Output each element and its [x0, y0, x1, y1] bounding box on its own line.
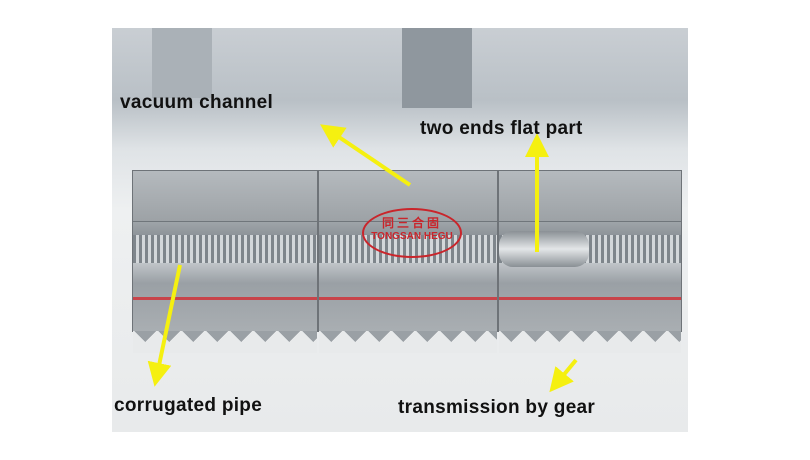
mold-block-left — [132, 170, 318, 353]
flat-part — [499, 231, 589, 267]
arrow-gear — [549, 358, 578, 393]
label-two-ends-flat-part: two ends flat part — [420, 118, 583, 139]
mold-block-photo — [112, 28, 688, 432]
watermark-stamp: 同三合固 TONGSAN HEGU — [362, 208, 462, 258]
label-transmission-by-gear: transmission by gear — [398, 397, 596, 418]
arrow-corrugated-pipe — [147, 264, 182, 387]
label-vacuum-channel: vacuum channel — [120, 92, 274, 113]
watermark-english: TONGSAN HEGU — [371, 231, 453, 242]
watermark-chinese: 同三合固 — [381, 216, 442, 230]
label-corrugated-pipe: corrugated pipe — [114, 395, 263, 416]
background-machine — [402, 28, 472, 108]
background-machine — [152, 28, 212, 98]
arrow-vacuum-channel — [320, 124, 412, 187]
mold-block-right — [498, 170, 682, 353]
